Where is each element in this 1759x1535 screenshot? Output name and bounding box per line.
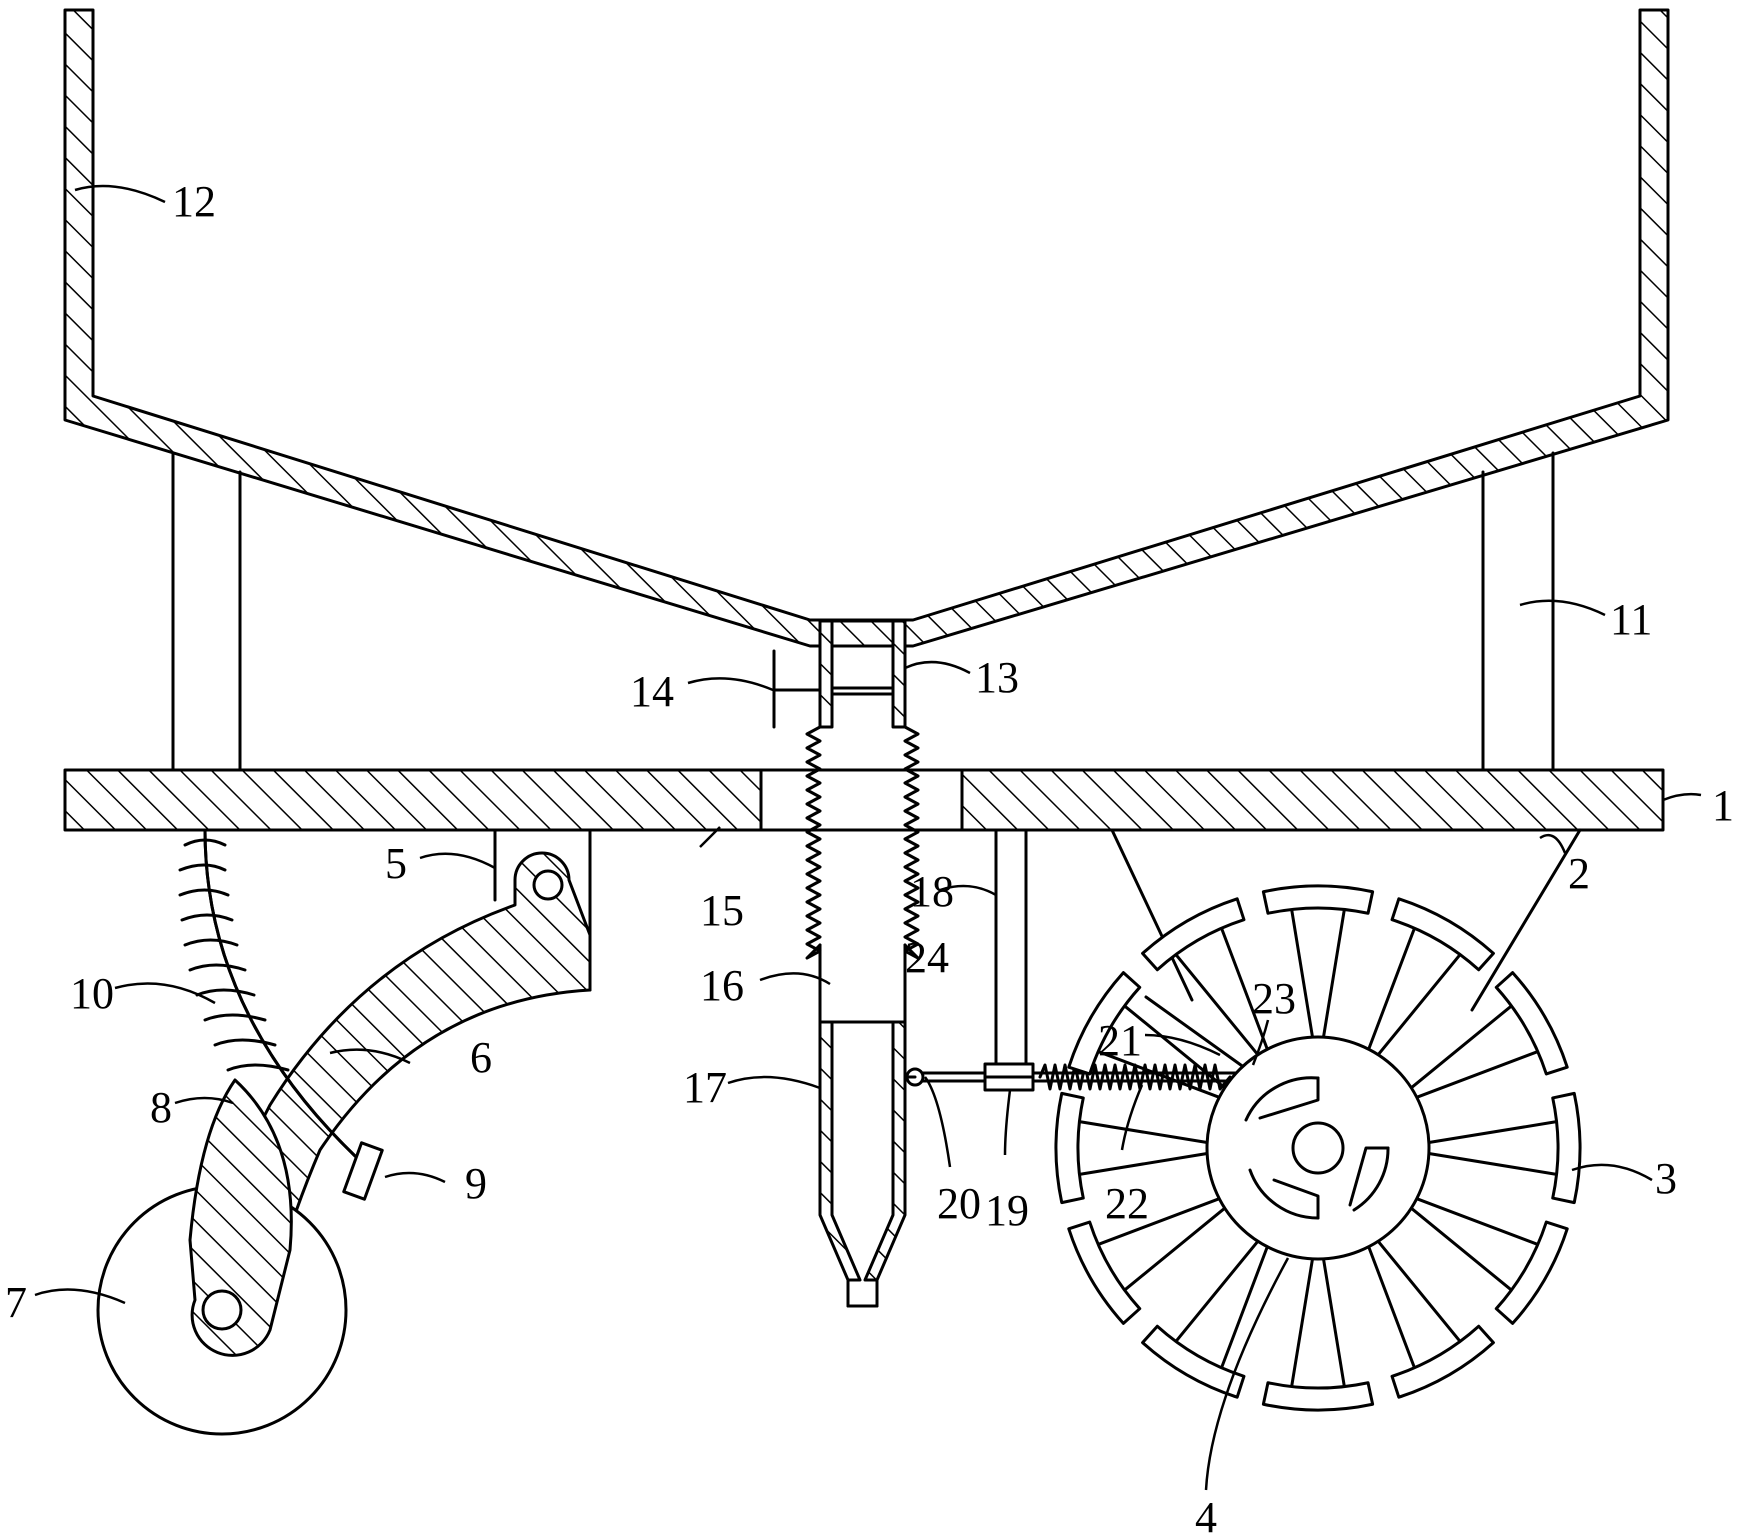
support-legs	[171, 451, 1555, 772]
feed-tube	[818, 619, 907, 729]
wheel-spoke	[1367, 1245, 1416, 1370]
wheel-paddle	[1067, 971, 1142, 1076]
wheel-hub	[1205, 1035, 1431, 1261]
wheel-paddle	[1551, 1091, 1582, 1205]
wheel-paddle	[1054, 1091, 1085, 1205]
label-18: 18	[910, 867, 954, 916]
wheel-spoke	[1415, 1050, 1540, 1099]
wheel-spoke	[1077, 1151, 1209, 1176]
wheel-spoke	[1376, 1239, 1462, 1343]
wheel-spoke	[1174, 953, 1260, 1057]
wheel-mount	[1110, 828, 1582, 1012]
label-1: 1	[1712, 781, 1734, 830]
wheel-paddle	[1494, 1220, 1569, 1325]
label-14: 14	[630, 667, 674, 716]
label-11: 11	[1610, 595, 1652, 644]
wheel-spoke	[1415, 1197, 1540, 1246]
wheel-spoke	[1123, 1206, 1227, 1292]
wheel-paddle	[1261, 884, 1375, 915]
label-21: 21	[1098, 1016, 1142, 1065]
wheel-paddle	[1261, 1381, 1375, 1412]
wheel-paddle	[1390, 1324, 1495, 1399]
wheel-paddle	[1494, 971, 1569, 1076]
wheel-spoke	[1321, 907, 1346, 1039]
wheel-spoke	[1220, 926, 1269, 1051]
wheel-spoke	[1427, 1151, 1559, 1176]
base-plate	[63, 768, 1665, 832]
wheel-spoke	[1077, 1120, 1209, 1145]
label-22: 22	[1105, 1179, 1149, 1228]
wheel-spoke	[1367, 926, 1416, 1051]
seed-tube	[818, 1020, 907, 1308]
label-2: 2	[1568, 849, 1590, 898]
wheel-spoke	[1174, 1239, 1260, 1343]
wheel-paddle	[1390, 897, 1495, 972]
label-3: 3	[1655, 1154, 1677, 1203]
hopper-wall	[63, 8, 1670, 648]
ground-wheel	[96, 1078, 348, 1436]
wheel-spoke	[1123, 1004, 1227, 1090]
paddle-wheel	[1054, 884, 1582, 1412]
wheel-spoke	[1409, 1206, 1513, 1292]
wheel-spoke	[1096, 1050, 1221, 1099]
label-7: 7	[5, 1278, 27, 1327]
wheel-spoke	[1096, 1197, 1221, 1246]
valve-handle	[772, 649, 822, 729]
label-13: 13	[975, 653, 1019, 702]
label-17: 17	[683, 1063, 727, 1112]
label-8: 8	[150, 1083, 172, 1132]
wheel-spoke	[1321, 1257, 1346, 1389]
wheel-paddle	[1141, 897, 1246, 972]
label-4: 4	[1195, 1493, 1217, 1535]
label-19: 19	[985, 1186, 1029, 1235]
leader-lines	[34, 184, 1702, 1491]
wheel-spoke	[1376, 953, 1462, 1057]
label-10: 10	[70, 969, 114, 1018]
label-12: 12	[172, 177, 216, 226]
hinge-mount	[208, 828, 592, 1292]
wheel-spoke	[1290, 907, 1315, 1039]
label-23: 23	[1252, 974, 1296, 1023]
wheel-paddle	[1141, 1324, 1246, 1399]
wheel-paddle	[1067, 1220, 1142, 1325]
bellows	[805, 725, 920, 1024]
wheel-spoke	[1290, 1257, 1315, 1389]
guide-rod-spring	[178, 828, 384, 1201]
part-labels: 12 11 13 14 1 2 5 15 18 24 10 16 23 21 6…	[5, 177, 1734, 1535]
bracket	[994, 828, 1028, 1068]
label-24: 24	[905, 933, 949, 982]
label-6: 6	[470, 1033, 492, 1082]
wheel-spoke	[1409, 1004, 1513, 1090]
label-16: 16	[700, 961, 744, 1010]
label-15: 15	[700, 886, 744, 935]
wheel-spoke	[1427, 1120, 1559, 1145]
label-9: 9	[465, 1159, 487, 1208]
label-5: 5	[385, 839, 407, 888]
label-20: 20	[937, 1179, 981, 1228]
wheel-spoke	[1220, 1245, 1269, 1370]
